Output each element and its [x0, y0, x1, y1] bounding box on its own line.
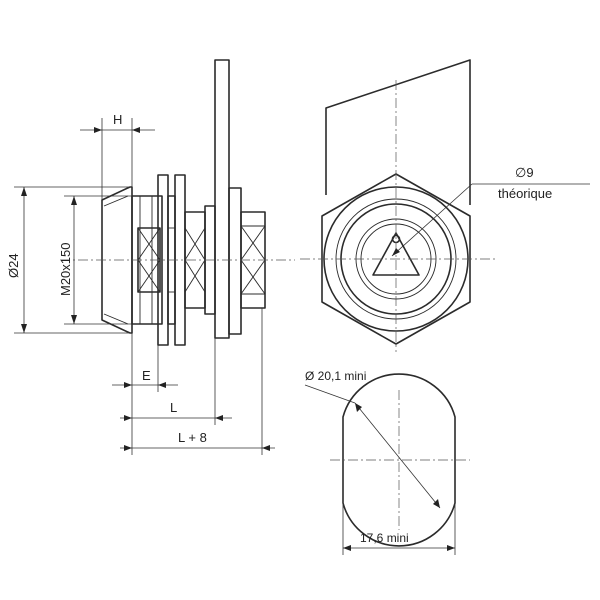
rear-washer	[228, 187, 242, 335]
side-view-dimensions: H Ø24 M20x150 E L L + 8	[6, 112, 275, 455]
front-view: ∅9 théorique	[300, 59, 590, 352]
dim-l-label: L	[170, 400, 177, 415]
dim-diameter-24-label: Ø24	[6, 253, 21, 278]
hex-nut-outline	[321, 173, 471, 345]
dim-thread-label: M20x150	[58, 243, 73, 296]
lock-head-inner-edge	[103, 195, 129, 325]
dim-h-label: H	[113, 112, 122, 127]
dim-width-17-6-label: 17,6 mini	[360, 531, 409, 545]
dim-diameter-20-1-label: Ø 20,1 mini	[305, 369, 366, 383]
dim-theorique-label: théorique	[498, 186, 552, 201]
cam-arm	[325, 59, 471, 205]
dim-e-label: E	[142, 368, 151, 383]
panel-cutout-view: Ø 20,1 mini 17,6 mini	[304, 369, 470, 555]
dim-l-plus-8-label: L + 8	[178, 430, 207, 445]
dim-diameter-9-label: ∅9	[515, 165, 534, 180]
side-view	[60, 59, 295, 346]
cam-plate	[214, 59, 230, 339]
